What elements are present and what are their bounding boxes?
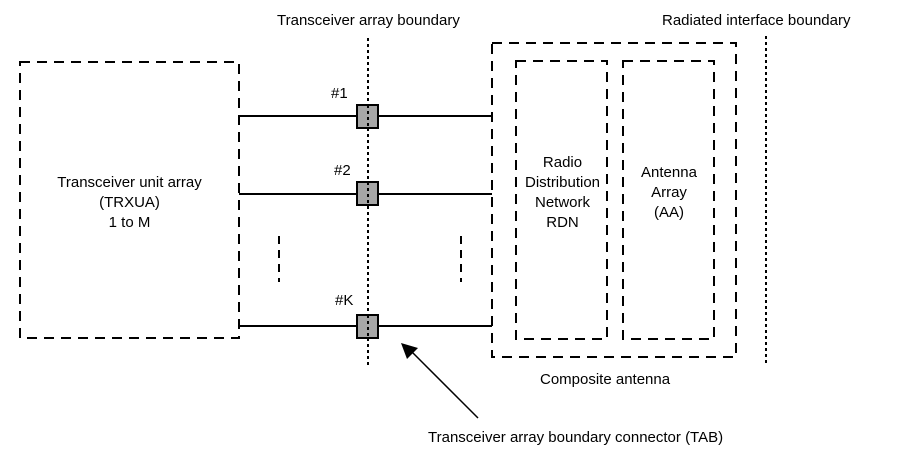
trxua-label-line3: 1 to M: [108, 214, 151, 231]
radiated-interface-boundary-label: Radiated interface boundary: [662, 12, 851, 29]
aa-label-line3: (AA): [654, 204, 684, 221]
tab-connector-label: Transceiver array boundary connector (TA…: [428, 429, 724, 446]
rdn-label: Radio Distribution Network RDN: [516, 153, 609, 233]
trxua-label-line1: Transceiver unit array: [57, 174, 202, 191]
tab-pointer-arrowhead: [401, 343, 418, 359]
rdn-label-line3: Network: [534, 194, 590, 211]
connector-label-1: #1: [331, 85, 348, 102]
composite-antenna-box: [491, 42, 737, 358]
rdn-box: [515, 60, 608, 340]
composite-antenna-label: Composite antenna: [540, 371, 671, 388]
tab-pointer-arrow-line: [409, 349, 479, 419]
rdn-label-line1: Radio: [542, 154, 583, 171]
rdn-label-line2: Distribution: [524, 174, 601, 191]
connector-label-2: #2: [334, 162, 351, 179]
trxua-label: Transceiver unit array (TRXUA) 1 to M: [20, 173, 239, 233]
trxua-label-line2: (TRXUA): [99, 194, 160, 211]
aa-box: [622, 60, 715, 340]
aa-label-line1: Antenna: [641, 164, 697, 181]
transceiver-array-boundary-label: Transceiver array boundary: [277, 12, 460, 29]
aa-label-line2: Array: [651, 184, 687, 201]
rdn-label-line4: RDN: [546, 214, 579, 231]
aa-label: Antenna Array (AA): [623, 163, 715, 223]
connector-label-k: #K: [335, 292, 354, 309]
trxua-box: [19, 61, 240, 339]
